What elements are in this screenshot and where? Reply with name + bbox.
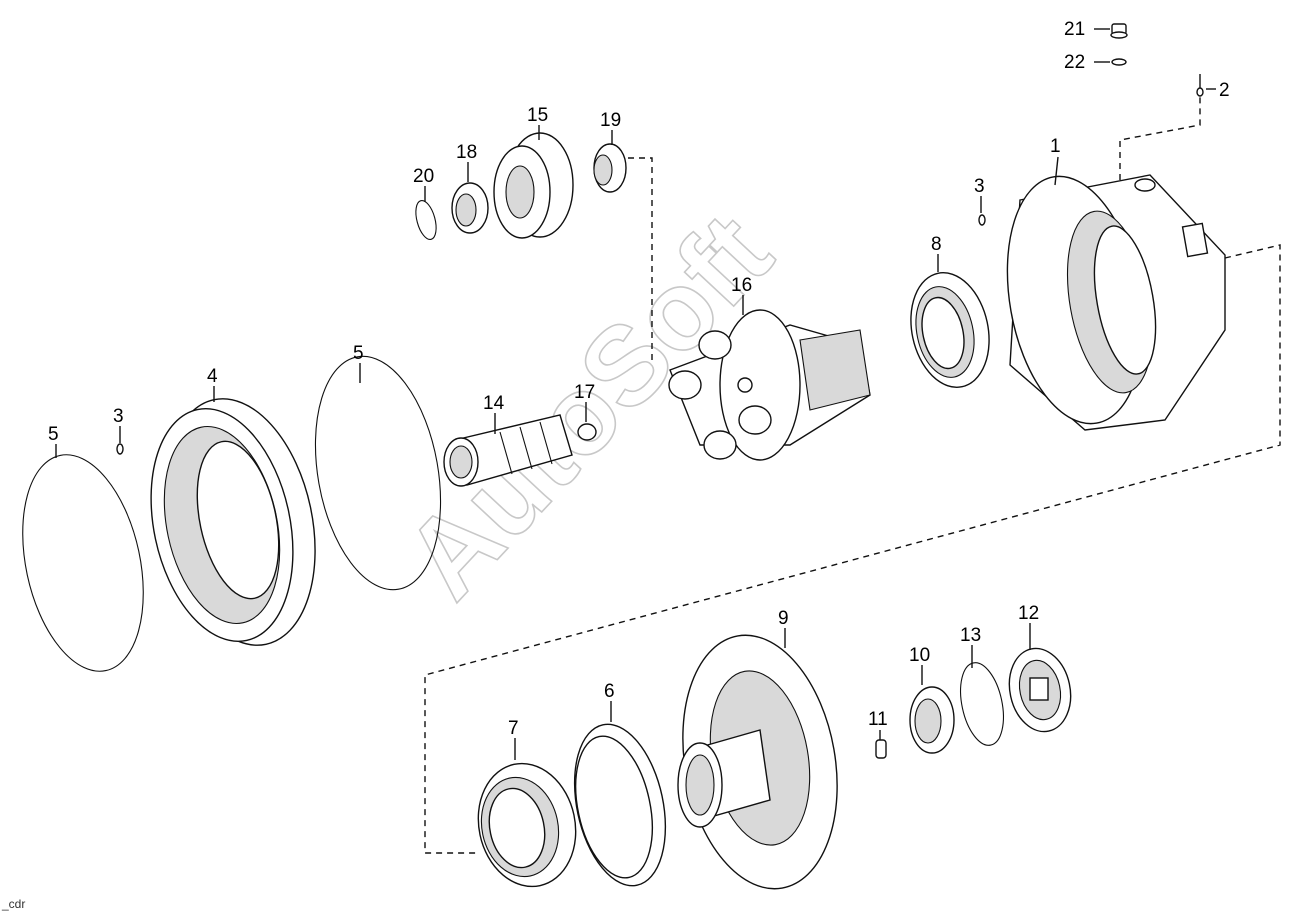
- callout-18: 18: [456, 142, 477, 163]
- sealing-washer: [1111, 58, 1127, 66]
- callout-2: 2: [1219, 80, 1230, 101]
- callout-15: 15: [527, 105, 548, 126]
- hub-housing: [1006, 174, 1226, 431]
- sun-shaft: [443, 414, 573, 487]
- small-o-ring: [960, 662, 1004, 746]
- callout-8: 8: [931, 234, 942, 255]
- taper-bearing: [477, 762, 577, 888]
- callout-14: 14: [483, 393, 505, 414]
- roller-bearing: [910, 272, 990, 388]
- callout-11: 11: [868, 709, 888, 730]
- bearing-cup: [593, 143, 627, 193]
- callout-10: 10: [909, 645, 930, 666]
- planet-carrier: [668, 309, 871, 461]
- leader-lines: [55, 28, 1216, 760]
- callout-7: 7: [508, 718, 519, 739]
- o-ring-right: [314, 355, 442, 591]
- bolt: [1196, 74, 1204, 97]
- bearing-cone: [451, 182, 489, 234]
- oil-seal: [573, 723, 667, 887]
- callout-21: 21: [1064, 19, 1085, 40]
- lock-nut: [909, 686, 955, 754]
- footer-label: _cdr: [2, 897, 26, 911]
- ring-gear: [150, 398, 316, 646]
- planet-gear: [493, 132, 574, 239]
- callout-19: 19: [600, 110, 621, 131]
- pin-left: [116, 443, 124, 455]
- callouts: 1 2 3 3 4 5 5 6 7 8 9 10 11 12 13 14 15 …: [48, 19, 1230, 739]
- callout-17: 17: [574, 382, 595, 403]
- callout-6: 6: [604, 681, 615, 702]
- wheel-hub: [677, 634, 838, 890]
- dowel-pin: [875, 739, 887, 759]
- callout-4: 4: [207, 366, 218, 387]
- assembly-line-bolt: [1119, 92, 1201, 180]
- callout-1: 1: [1050, 136, 1061, 157]
- assembly-line-hub: [424, 244, 1281, 854]
- callout-12: 12: [1018, 603, 1039, 624]
- callout-13: 13: [960, 625, 981, 646]
- callout-3-left: 3: [113, 406, 124, 427]
- thrust-button: [577, 423, 597, 441]
- o-ring-left: [22, 454, 144, 672]
- drain-plug: [1110, 23, 1128, 39]
- callout-20: 20: [413, 166, 434, 187]
- callout-3-right: 3: [974, 176, 985, 197]
- callout-22: 22: [1064, 52, 1085, 73]
- pin-right: [978, 214, 986, 226]
- callout-9: 9: [778, 608, 789, 629]
- end-cover: [1008, 647, 1072, 733]
- callout-5-left: 5: [48, 424, 59, 445]
- snap-ring: [415, 199, 437, 241]
- callout-16: 16: [731, 275, 752, 296]
- callout-5-right: 5: [353, 343, 364, 364]
- assembly-line-planet-gear: [612, 157, 653, 360]
